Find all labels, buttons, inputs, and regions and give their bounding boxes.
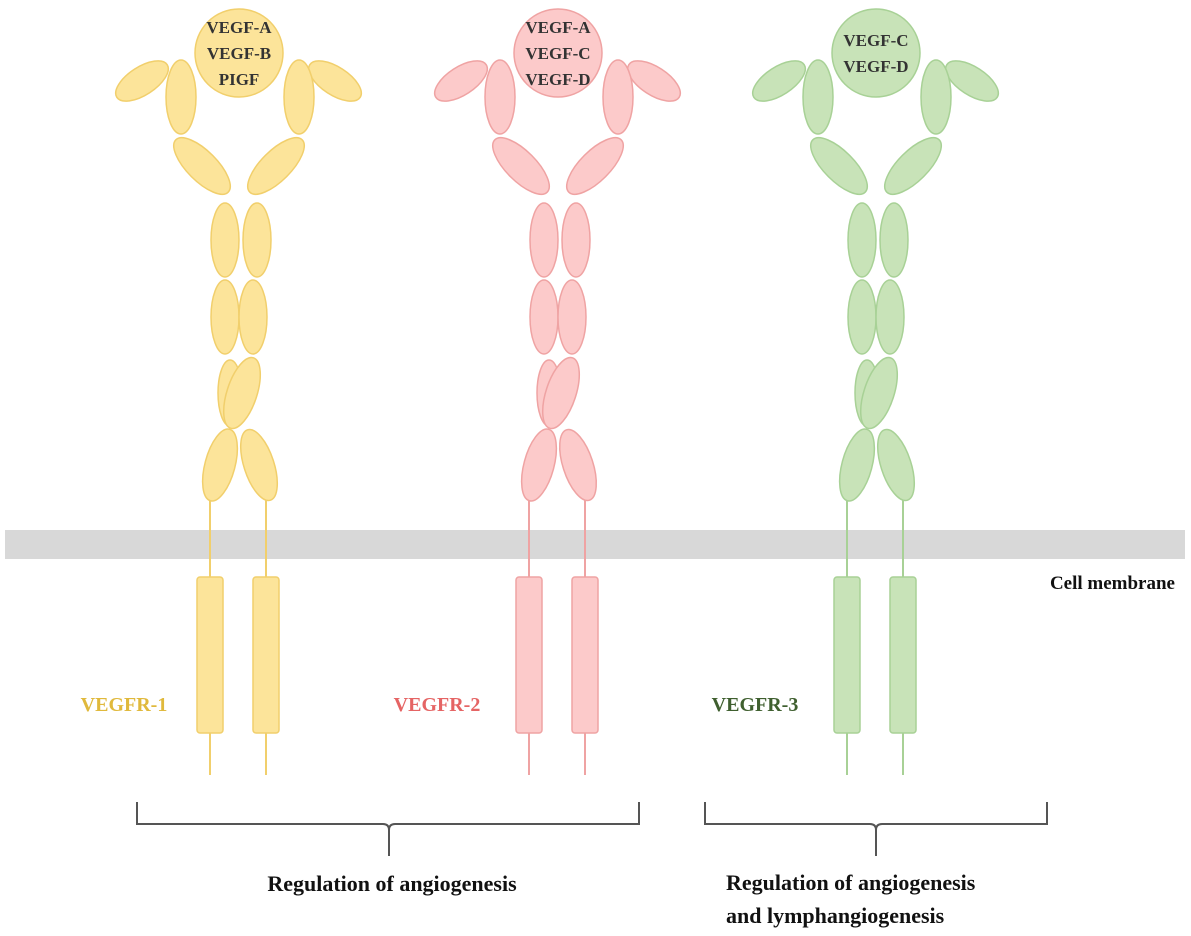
kinase-domain-left — [833, 576, 861, 734]
ig-domain-right-1 — [307, 60, 363, 102]
ig-domain-right-3 — [884, 137, 942, 195]
ligand-circle — [194, 8, 284, 98]
bracket-angiogenesis — [136, 802, 640, 856]
ig-domain-left-1 — [114, 60, 170, 102]
ig-domain-left-3 — [173, 137, 231, 195]
ig-domain-left-4 — [847, 202, 877, 278]
ig-domain-right-3 — [247, 137, 305, 195]
ligand-circle — [831, 8, 921, 98]
cell-membrane-label: Cell membrane — [1050, 573, 1175, 594]
kinase-domain-right — [571, 576, 599, 734]
receptor-label: VEGFR-2 — [394, 694, 481, 716]
ig-domain-left-3 — [810, 137, 868, 195]
ig-domain-left-4 — [529, 202, 559, 278]
kinase-domain-left — [515, 576, 543, 734]
ig-domain-right-2 — [602, 59, 634, 135]
ligand-label: VEGF-D — [525, 70, 590, 89]
ig-domain-right-7 — [876, 428, 916, 502]
ig-domain-right-2 — [920, 59, 952, 135]
ig-domain-left-2 — [165, 59, 197, 135]
ig-domain-right-2 — [283, 59, 315, 135]
ig-domain-right-7 — [558, 428, 598, 502]
caption-lymph-line-1: Regulation of angiogenesis — [726, 870, 976, 895]
ig-domain-right-5 — [238, 279, 268, 355]
ligand-label: VEGF-D — [843, 57, 908, 76]
caption-lymph-line-2: and lymphangiogenesis — [726, 903, 945, 928]
ig-domain-right-6 — [222, 356, 262, 430]
ig-domain-right-3 — [566, 137, 624, 195]
ig-domain-left-3 — [492, 137, 550, 195]
ig-domain-left-7 — [520, 428, 558, 502]
ig-domain-left-5 — [210, 279, 240, 355]
ligand-label: VEGF-A — [525, 18, 591, 37]
ig-domain-left-5 — [529, 279, 559, 355]
ligand-label: VEGF-C — [525, 44, 590, 63]
receptor-label: VEGFR-1 — [81, 694, 168, 716]
receptors-group: VEGF-AVEGF-BPIGFVEGFR-1VEGF-AVEGF-CVEGF-… — [81, 8, 1000, 775]
caption-angiogenesis-line-1: Regulation of angiogenesis — [267, 871, 517, 896]
ig-domain-right-1 — [944, 60, 1000, 102]
ig-domain-right-6 — [541, 356, 581, 430]
ig-domain-right-5 — [875, 279, 905, 355]
ig-domain-right-4 — [242, 202, 272, 278]
kinase-domain-right — [889, 576, 917, 734]
ig-domain-left-4 — [210, 202, 240, 278]
receptor-vegfr1: VEGF-A VEGF-B PIGF VEGFR-1 — [81, 8, 363, 775]
ig-domain-left-7 — [838, 428, 876, 502]
receptor-vegfr2: VEGF-A VEGF-C VEGF-D VEGFR-2 — [394, 8, 682, 775]
ig-domain-left-1 — [433, 60, 489, 102]
ig-domain-right-1 — [626, 60, 682, 102]
ig-domain-right-6 — [859, 356, 899, 430]
ig-domain-left-7 — [201, 428, 239, 502]
ig-domain-left-2 — [484, 59, 516, 135]
ig-domain-right-4 — [879, 202, 909, 278]
ig-domain-left-5 — [847, 279, 877, 355]
bracket-lymphangiogenesis — [704, 802, 1048, 856]
kinase-domain-left — [196, 576, 224, 734]
ig-domain-right-4 — [561, 202, 591, 278]
ligand-label: VEGF-B — [207, 44, 271, 63]
ligand-label: VEGF-A — [206, 18, 272, 37]
ligand-label: PIGF — [219, 70, 260, 89]
ig-domain-right-5 — [557, 279, 587, 355]
ig-domain-left-1 — [751, 60, 807, 102]
receptor-label: VEGFR-3 — [712, 694, 799, 716]
caption-angiogenesis: Regulation of angiogenesis — [267, 871, 517, 896]
ligand-circle — [513, 8, 603, 98]
ligand-label: VEGF-C — [843, 31, 908, 50]
ig-domain-left-2 — [802, 59, 834, 135]
cell-membrane-band — [5, 530, 1185, 559]
caption-lymphangiogenesis: Regulation of angiogenesis and lymphangi… — [726, 870, 981, 928]
receptor-vegfr3: VEGF-C VEGF-D VEGFR-3 — [712, 8, 1000, 775]
ig-domain-right-7 — [239, 428, 279, 502]
kinase-domain-right — [252, 576, 280, 734]
